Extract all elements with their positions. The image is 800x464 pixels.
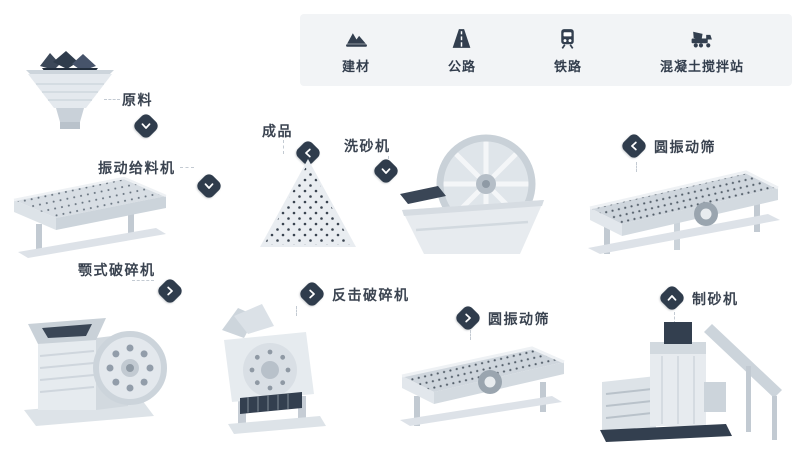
sand-washer-label: 洗砂机 — [344, 138, 391, 154]
impact-crusher-label: 反击破碎机 — [332, 287, 410, 303]
connector-raw-material — [104, 99, 120, 100]
circular-screen-bottom-arrow-badge — [453, 303, 483, 333]
connector-finished-product — [283, 140, 284, 154]
connector-sand-maker — [674, 312, 675, 324]
highway-icon — [453, 28, 471, 48]
legend-item-highway: 公路 — [448, 26, 476, 75]
circular-screen-top-arrow-badge — [619, 131, 649, 161]
connector-jaw-crusher — [132, 280, 154, 281]
vibrating-feeder-illustration — [8, 172, 176, 264]
jaw-crusher-illustration — [16, 294, 168, 426]
sand-maker-label: 制砂机 — [692, 291, 739, 307]
circular-screen-bottom-label: 圆振动筛 — [488, 311, 550, 327]
connector-impact-crusher — [296, 306, 297, 316]
legend-item-railway: 铁路 — [554, 26, 582, 75]
legend-label: 公路 — [447, 58, 476, 74]
connector-circular-screen-top — [636, 162, 637, 172]
legend-label: 混凝土搅拌站 — [659, 58, 744, 74]
legend-item-building-materials: 建材 — [342, 26, 370, 75]
legend-panel: 建材 公路 铁路 — [300, 14, 792, 86]
sand-washer-illustration — [398, 132, 548, 260]
impact-crusher-illustration — [204, 294, 342, 436]
sand-maker-illustration — [596, 304, 788, 446]
legend-label: 建材 — [342, 58, 371, 74]
vibrating-feeder-arrow-badge — [194, 171, 224, 201]
raw-material-arrow-badge — [131, 111, 161, 141]
sand-washer-arrow-badge — [371, 156, 401, 186]
legend-item-concrete-plant: 混凝土搅拌站 — [660, 26, 744, 75]
sand-maker-arrow-badge — [657, 283, 687, 313]
concrete-mixing-plant-icon — [692, 31, 713, 47]
jaw-crusher-label: 颚式破碎机 — [78, 262, 156, 278]
vibrating-feeder-label: 振动给料机 — [98, 160, 176, 176]
raw-material-illustration — [20, 46, 120, 136]
jaw-crusher-arrow-badge — [155, 276, 185, 306]
raw-material-label: 原料 — [122, 92, 153, 108]
finished-product-illustration — [258, 155, 358, 251]
finished-product-label: 成品 — [262, 123, 293, 139]
aggregate-icon — [345, 32, 367, 47]
impact-crusher-arrow-badge — [297, 279, 327, 309]
connector-vibrating-feeder — [180, 167, 194, 168]
finished-product-arrow-badge — [293, 138, 323, 168]
circular-screen-top-label: 圆振动筛 — [654, 139, 716, 155]
circular-screen-bottom-illustration — [392, 334, 574, 432]
legend-label: 铁路 — [553, 58, 582, 74]
circular-screen-top-illustration — [578, 162, 793, 262]
railway-icon — [561, 28, 575, 49]
connector-circular-screen-bottom — [470, 330, 471, 340]
